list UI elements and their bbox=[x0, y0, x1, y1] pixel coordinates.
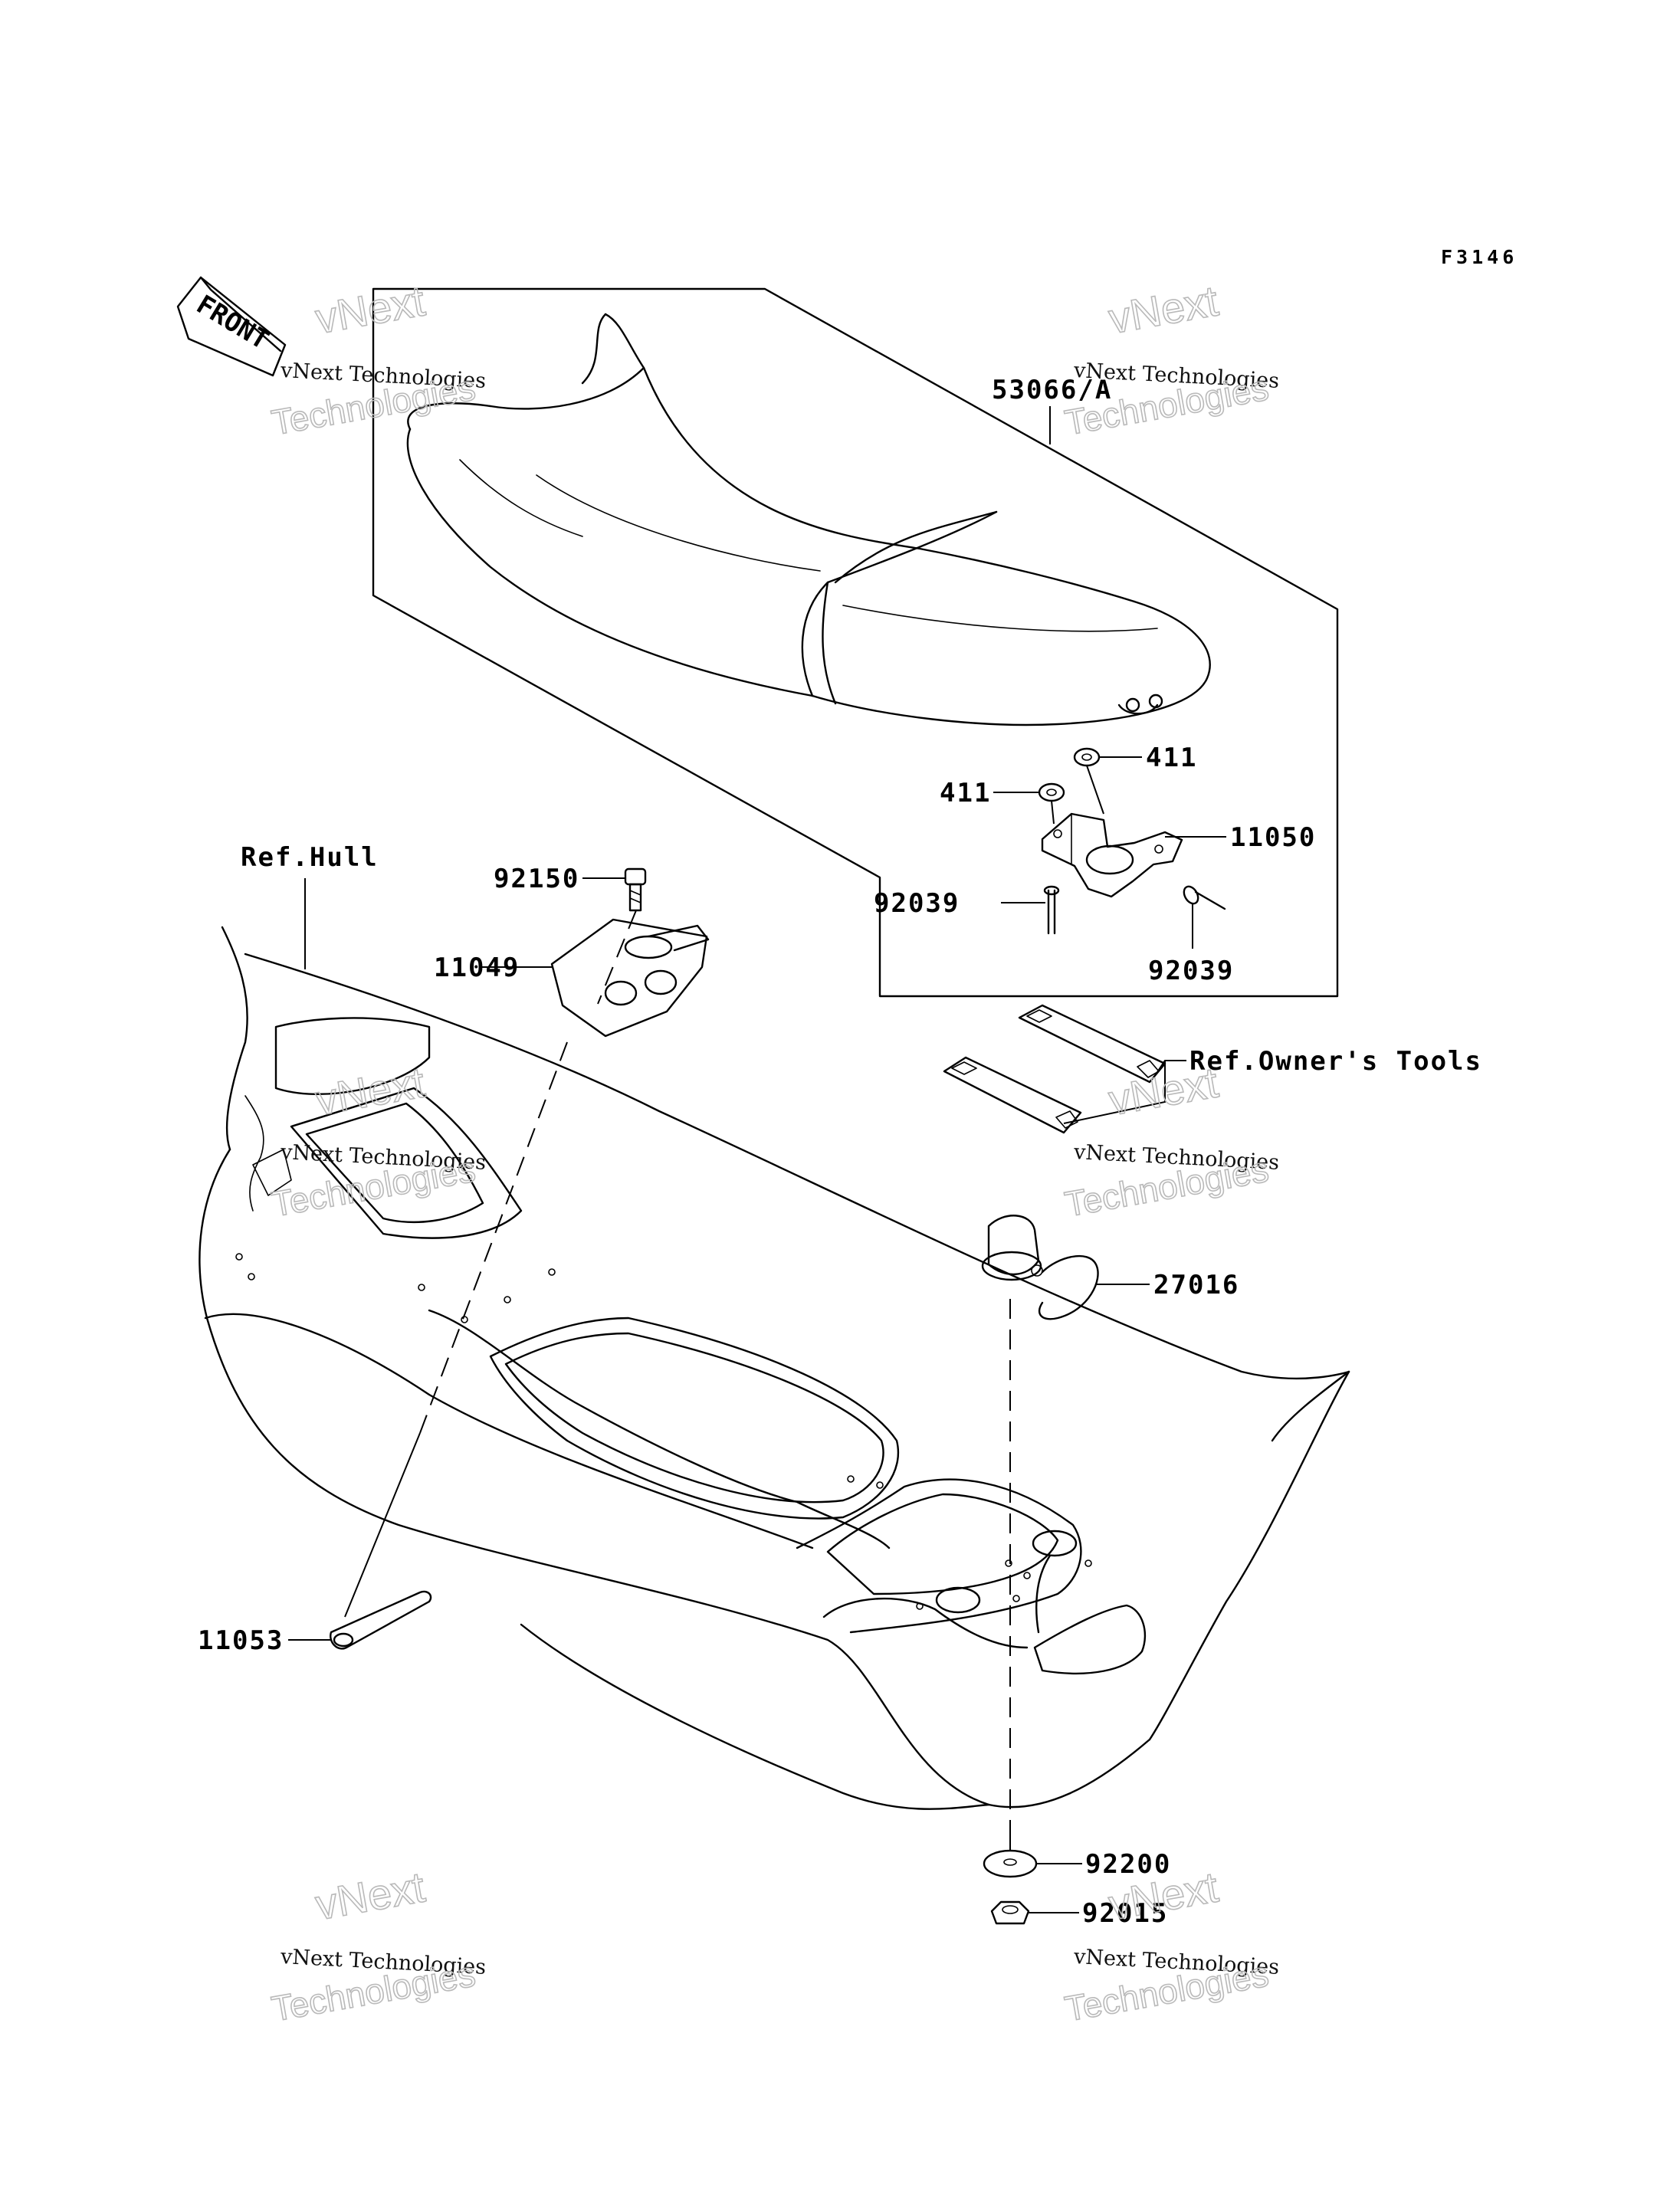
strap-lower-icon bbox=[943, 1056, 1082, 1134]
nut-icon bbox=[990, 1900, 1030, 1925]
front-arrow-icon: FRONT bbox=[176, 276, 287, 377]
svg-text:vNext: vNext bbox=[312, 1058, 428, 1124]
watermark-middle-left: vNext vNext Technologies Technologies bbox=[268, 1058, 487, 1225]
catch-icon bbox=[981, 1215, 1099, 1320]
svg-text:vNext: vNext bbox=[312, 1862, 428, 1929]
plate-icon bbox=[330, 1590, 432, 1650]
part-label-washer-top: 411 bbox=[1146, 743, 1197, 773]
watermark-top-right: vNext vNext Technologies Technologies bbox=[1061, 276, 1280, 444]
watermark-middle-right: vNext vNext Technologies Technologies bbox=[1061, 1058, 1280, 1225]
seat-bracket-drawing bbox=[1041, 812, 1183, 898]
part-label-seat-bracket: 11050 bbox=[1230, 822, 1316, 853]
part-label-pin-left: 92039 bbox=[874, 888, 960, 919]
part-label-nut: 92015 bbox=[1082, 1898, 1168, 1929]
part-label-washer-bottom: 92200 bbox=[1085, 1849, 1171, 1880]
watermark-bottom-left: vNext vNext Technologies Technologies bbox=[268, 1862, 487, 2030]
watermark-top-left: vNext vNext Technologies Technologies bbox=[268, 276, 487, 444]
part-label-catch: 27016 bbox=[1153, 1270, 1239, 1300]
hull-drawing bbox=[199, 926, 1350, 1810]
pin-left-icon bbox=[1043, 885, 1060, 935]
hull-bracket-drawing bbox=[550, 918, 710, 1038]
figure-code: F3146 bbox=[1441, 246, 1518, 268]
bolt-icon bbox=[624, 867, 647, 912]
seat-assembly-box bbox=[372, 287, 1339, 998]
part-label-seat: 53066/A bbox=[992, 375, 1112, 405]
washer-top-icon bbox=[1073, 747, 1101, 767]
part-label-bolt: 92150 bbox=[494, 864, 579, 894]
washer-bottom-icon bbox=[983, 1849, 1038, 1878]
part-label-washer-left: 411 bbox=[940, 778, 991, 808]
washer-left-icon bbox=[1038, 782, 1065, 802]
seat-drawing bbox=[406, 313, 1211, 726]
ref-owners-tools-label: Ref.Owner's Tools bbox=[1189, 1046, 1482, 1077]
svg-text:vNext: vNext bbox=[1105, 276, 1222, 343]
part-label-hull-bracket: 11049 bbox=[434, 953, 520, 983]
pin-bottom-icon bbox=[1183, 885, 1226, 910]
part-label-pin-bottom: 92039 bbox=[1148, 956, 1234, 986]
ref-hull-label: Ref.Hull bbox=[241, 842, 379, 873]
part-label-plate: 11053 bbox=[198, 1625, 284, 1656]
watermark-bottom-right: vNext vNext Technologies Technologies bbox=[1061, 1862, 1280, 2030]
svg-text:vNext: vNext bbox=[312, 276, 428, 343]
assembly-guide-hull-bracket bbox=[419, 1041, 568, 1434]
